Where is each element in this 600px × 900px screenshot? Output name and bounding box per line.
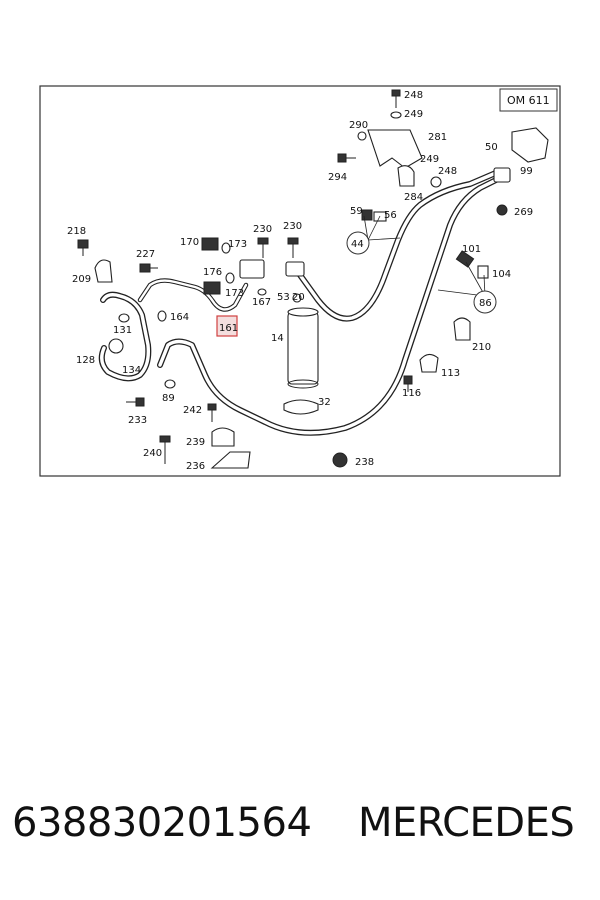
washer-249a (390, 111, 402, 119)
clamp-113 (419, 353, 439, 373)
callout-131: 131 (113, 325, 132, 336)
callout-248: 248 (404, 90, 423, 101)
callout-230: 230 (283, 221, 302, 232)
o-ring-131 (118, 313, 130, 323)
callout-249: 249 (420, 154, 439, 165)
block-20 (285, 261, 305, 277)
bolt-230b (287, 237, 299, 258)
nut-269 (496, 204, 508, 216)
callout-89: 89 (162, 393, 175, 404)
bolt-240 (159, 435, 171, 464)
o-ring-89 (164, 379, 176, 389)
fitting-99 (493, 167, 511, 183)
callout-294: 294 (328, 172, 347, 183)
bolt-294 (337, 153, 356, 163)
callout-50: 50 (485, 142, 498, 153)
callout-circle-44 (346, 231, 370, 255)
o-ring-173b (225, 272, 235, 284)
parts-diagram: OM 611 (39, 85, 561, 477)
model-code-label: OM 611 (507, 94, 550, 107)
bolt-233 (126, 397, 145, 407)
callout-161: 161 (219, 323, 238, 334)
diagram-frame (39, 85, 561, 477)
callout-218: 218 (67, 226, 86, 237)
product-footer: 638830201564 MERCEDES (0, 800, 600, 860)
callout-269: 269 (514, 207, 533, 218)
fitting-101 (455, 250, 475, 268)
callout-176: 176 (203, 267, 222, 278)
callout-248: 248 (438, 166, 457, 177)
callout-circle-86 (473, 290, 497, 314)
callout-99: 99 (520, 166, 533, 177)
callout-53: 53 (277, 292, 290, 303)
callout-101: 101 (462, 244, 481, 255)
bolt-242 (207, 403, 217, 422)
callout-32: 32 (318, 397, 331, 408)
callout-233: 233 (128, 415, 147, 426)
cap-104 (477, 265, 489, 279)
bolt-230a (257, 237, 269, 258)
clamp-239 (211, 427, 235, 447)
callout-290: 290 (349, 120, 368, 131)
callout-249: 249 (404, 109, 423, 120)
callout-20: 20 (292, 292, 305, 303)
callout-128: 128 (76, 355, 95, 366)
bracket-top-right (511, 127, 549, 163)
bolt-248a (391, 89, 401, 108)
callout-284: 284 (404, 192, 423, 203)
bolt-116 (403, 375, 413, 392)
brand-name: MERCEDES (358, 800, 575, 846)
callout-134: 134 (122, 365, 141, 376)
fitting-block (239, 259, 265, 279)
dryer-clamp (283, 399, 319, 415)
part-number: 638830201564 (12, 800, 312, 846)
callout-173: 173 (225, 288, 244, 299)
callout-56: 56 (384, 210, 397, 221)
callout-59: 59 (350, 206, 363, 217)
clamp-284 (397, 165, 415, 187)
nut-248b (430, 176, 442, 188)
receiver-dryer (287, 307, 319, 389)
o-ring-164 (157, 310, 167, 322)
callout-14: 14 (271, 333, 284, 344)
callout-173: 173 (228, 239, 247, 250)
callout-242: 242 (183, 405, 202, 416)
callout-86: 86 (479, 298, 492, 309)
bracket-134 (108, 338, 124, 354)
callout-227: 227 (136, 249, 155, 260)
washer-290 (357, 131, 367, 141)
callout-210: 210 (472, 342, 491, 353)
callout-116: 116 (402, 388, 421, 399)
model-code-box (499, 88, 558, 112)
clamp-210 (453, 317, 471, 341)
callout-167: 167 (252, 297, 271, 308)
bracket-236 (210, 451, 251, 469)
switch-176 (203, 281, 221, 295)
ring-53 (292, 293, 302, 303)
callout-230: 230 (253, 224, 272, 235)
callout-238: 238 (355, 457, 374, 468)
callout-236: 236 (186, 461, 205, 472)
callout-209: 209 (72, 274, 91, 285)
clamp-209 (94, 259, 113, 283)
grommet-238 (332, 452, 348, 468)
callout-239: 239 (186, 437, 205, 448)
fitting-59 (361, 209, 373, 221)
callout-281: 281 (428, 132, 447, 143)
callout-170: 170 (180, 237, 199, 248)
callout-240: 240 (143, 448, 162, 459)
o-ring-167 (257, 288, 267, 296)
callout-104: 104 (492, 269, 511, 280)
o-ring-173a (221, 242, 231, 254)
highlighted-callout-box (216, 315, 238, 337)
fitting-218 (77, 239, 89, 256)
switch-170 (201, 237, 219, 251)
callout-44: 44 (351, 239, 364, 250)
callout-113: 113 (441, 368, 460, 379)
callout-164: 164 (170, 312, 189, 323)
fitting-227 (139, 263, 158, 273)
